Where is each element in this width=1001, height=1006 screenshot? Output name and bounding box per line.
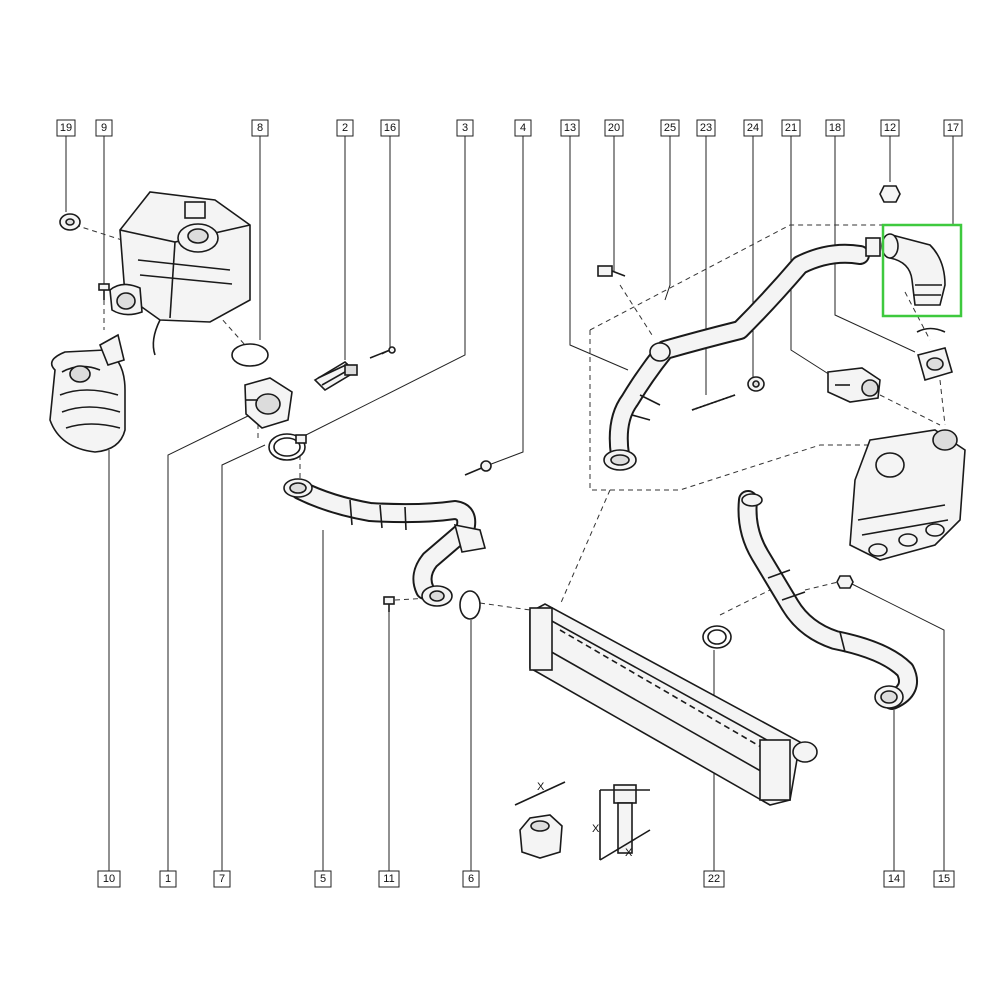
svg-text:3: 3 [462,122,468,134]
label-18: 18 [825,119,845,137]
nut-dimension-sketch: X [514,781,566,859]
hose-17 [865,233,946,306]
svg-text:8: 8 [257,122,263,134]
label-19: 19 [56,119,76,137]
label-11: 11 [378,870,400,888]
dimension-mark-x-2: X [592,823,600,835]
charge-hose-14 [737,490,918,710]
connector-18 [917,347,953,381]
charge-hose-13 [603,243,870,471]
dimension-mark-x-1: X [537,781,545,793]
bolt-9 [98,283,110,300]
label-15: 15 [933,870,955,888]
dimension-mark-x-3: X [625,847,633,859]
bolt-20 [597,265,626,277]
label-3: 3 [456,119,474,137]
air-filter-housing [109,191,251,356]
label-20: 20 [604,119,624,137]
label-4: 4 [514,119,532,137]
svg-text:23: 23 [700,122,712,134]
sensor-2 [313,360,358,392]
screw-16 [369,346,396,359]
label-6: 6 [462,870,480,888]
label-10: 10 [97,870,121,888]
clip-18 [916,327,946,333]
label-23: 23 [696,119,716,137]
clamp-22 [702,625,732,649]
svg-text:24: 24 [747,122,759,134]
nut-19 [59,213,81,231]
svg-text:4: 4 [520,122,526,134]
svg-text:16: 16 [384,122,396,134]
svg-text:2: 2 [342,122,348,134]
label-8: 8 [251,119,269,137]
bolt-4 [464,460,492,476]
label-7: 7 [213,870,231,888]
label-17: 17 [943,119,963,137]
label-25: 25 [660,119,680,137]
label-9: 9 [95,119,113,137]
svg-text:14: 14 [888,873,900,885]
bolt-11 [383,596,395,612]
intercooler [529,603,818,806]
turbocharger [849,429,966,561]
intake-pipe-5 [283,478,487,607]
clamp-7 [268,433,307,461]
label-24: 24 [743,119,763,137]
highlight-box-17 [881,223,963,318]
svg-text:19: 19 [60,122,72,134]
label-5: 5 [314,870,332,888]
nut-24 [747,376,765,392]
o-ring-8 [231,343,269,367]
svg-text:21: 21 [785,122,797,134]
svg-text:20: 20 [608,122,620,134]
label-22: 22 [703,870,725,888]
bolt-dimension-sketch: X X [592,784,651,861]
leader-lines [65,136,954,871]
label-16: 16 [380,119,400,137]
svg-text:10: 10 [103,873,115,885]
svg-text:15: 15 [938,873,950,885]
svg-text:9: 9 [101,122,107,134]
label-2: 2 [336,119,354,137]
label-13: 13 [560,119,580,137]
svg-text:1: 1 [165,873,171,885]
svg-text:17: 17 [947,122,959,134]
svg-text:13: 13 [564,122,576,134]
sensor-21 [827,367,881,403]
air-inlet-hose-10 [49,333,126,453]
svg-text:12: 12 [884,122,896,134]
svg-text:6: 6 [468,873,474,885]
svg-text:25: 25 [664,122,676,134]
label-12: 12 [880,119,900,137]
label-1: 1 [159,870,177,888]
seal-6 [459,590,481,620]
svg-text:22: 22 [708,873,720,885]
svg-text:7: 7 [219,873,225,885]
air-meter-1 [244,377,293,429]
nut-15 [836,575,854,589]
stud-23 [691,394,736,411]
nut-12 [879,185,901,203]
svg-text:11: 11 [383,873,394,885]
label-14: 14 [883,870,905,888]
label-21: 21 [781,119,801,137]
svg-text:5: 5 [320,873,326,885]
svg-text:18: 18 [829,122,841,134]
